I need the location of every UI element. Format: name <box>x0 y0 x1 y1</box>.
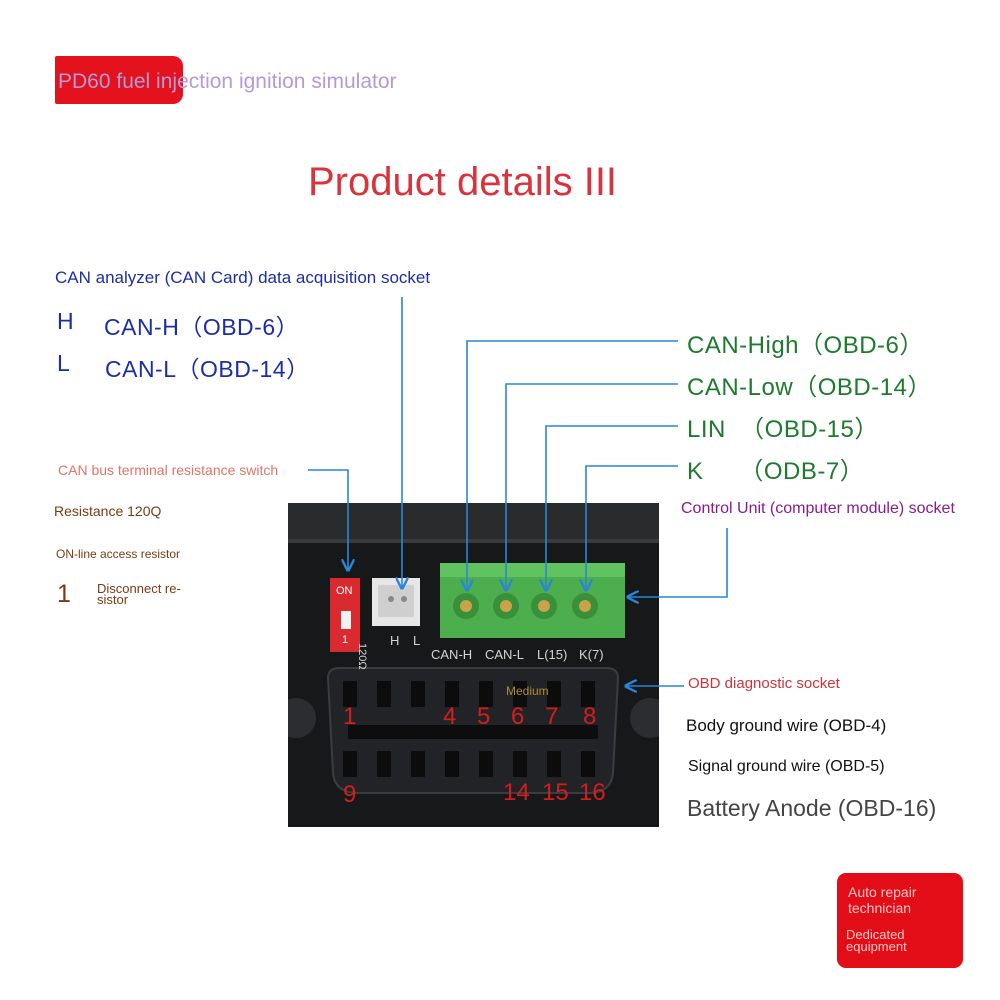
badge <box>837 873 963 968</box>
resistance-label: Resistance 120Q <box>54 503 162 519</box>
can-high-label: CAN-High（OBD-6） <box>687 332 924 359</box>
control-unit-label: Control Unit (computer module) socket <box>681 500 955 517</box>
device-photo: ON 1 120Ω H L CAN-H CAN-L L(15) K(7) Med… <box>288 503 659 827</box>
pin-number: 14 <box>503 779 530 806</box>
arrow-can-bus-switch <box>308 469 348 570</box>
switch-position-number: 1 <box>57 580 71 608</box>
pin-number: 9 <box>343 781 357 808</box>
l-letter: L <box>57 350 71 376</box>
h-pin-label: H <box>390 633 400 648</box>
brand-block <box>55 56 183 104</box>
k-line-label: K （ODB-7） <box>687 458 865 485</box>
connector-label-l15: L(15) <box>537 647 568 662</box>
pin-number: 4 <box>443 703 457 730</box>
connector-label-k7: K(7) <box>579 647 604 662</box>
switch-one-label: 1 <box>342 634 349 646</box>
obd-diagnostic-label: OBD diagnostic socket <box>688 675 840 692</box>
arrow-lin <box>546 425 678 590</box>
medium-label: Medium <box>506 684 549 698</box>
h-letter: H <box>57 308 75 334</box>
pin-number: 6 <box>511 703 525 730</box>
pin-number: 16 <box>579 779 606 806</box>
connector-label-can-l: CAN-L <box>485 647 525 662</box>
arrow-control-unit <box>628 528 728 597</box>
l-pin-label: L <box>413 633 421 648</box>
can-l-label: CAN-L（OBD-14） <box>105 356 310 382</box>
brand-title: PD60 fuel injection ignition simulator <box>58 70 397 93</box>
page-title: Product details III <box>308 160 618 204</box>
device-illustration <box>288 503 659 827</box>
can-low-label: CAN-Low（OBD-14） <box>687 374 932 401</box>
pin-number: 5 <box>477 703 491 730</box>
online-resistor-label: ON-line access resistor <box>56 547 181 561</box>
switch-on-label: ON <box>336 585 353 597</box>
pin-number: 15 <box>542 779 569 806</box>
disconnect-resistor-label: Disconnect re- sistor <box>97 581 181 607</box>
battery-anode-label: Battery Anode (OBD-16) <box>687 795 937 821</box>
connector-label-can-h: CAN-H <box>431 647 473 662</box>
can-bus-switch-label: CAN bus terminal resistance switch <box>58 462 279 478</box>
can-analyzer-label: CAN analyzer (CAN Card) data acquisition… <box>55 268 431 287</box>
lin-label: LIN （OBD-15） <box>687 416 879 443</box>
signal-ground-label: Signal ground wire (OBD-5) <box>688 758 885 775</box>
body-ground-label: Body ground wire (OBD-4) <box>686 716 887 735</box>
pin-number: 8 <box>583 703 597 730</box>
badge-line-2: Dedicated equipment <box>846 927 907 954</box>
arrow-k <box>586 465 678 590</box>
pin-number: 7 <box>545 703 559 730</box>
badge-line-1: Auto repair technician <box>848 884 917 916</box>
arrow-can-low <box>506 383 678 590</box>
arrow-can-high <box>467 340 678 590</box>
can-h-label: CAN-H（OBD-6） <box>104 314 300 340</box>
pin-number: 1 <box>343 703 357 730</box>
